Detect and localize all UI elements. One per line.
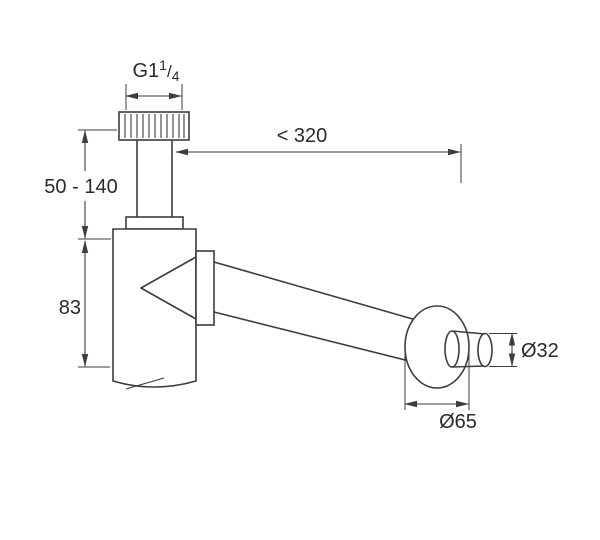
dimension-rosette-diameter: Ø65 xyxy=(404,352,477,433)
dimension-inlet-height: 50 - 140 xyxy=(44,129,118,240)
nut-knurling xyxy=(124,114,185,138)
thread-prefix: G1 xyxy=(132,60,159,82)
inlet-union-nut xyxy=(118,111,190,141)
body-bottom-detail xyxy=(125,377,165,390)
tube-collar xyxy=(125,216,184,230)
dimension-body-height: 83 xyxy=(59,240,110,368)
dimension-outlet-diameter: Ø32 xyxy=(489,332,559,367)
inlet-height-label: 50 - 140 xyxy=(44,176,117,198)
pipe-union-nut xyxy=(195,250,215,326)
cone-upper-line xyxy=(140,256,197,289)
dimension-thread-size: G11/4 xyxy=(125,57,183,110)
dimension-projection-length: < 320 xyxy=(175,125,462,183)
body-height-label: 83 xyxy=(59,297,81,319)
projection-length-label: < 320 xyxy=(277,125,328,147)
thread-frac-numerator: 1 xyxy=(159,57,167,73)
trap-body xyxy=(112,228,197,390)
outlet-diameter-label: Ø32 xyxy=(521,340,559,362)
thread-size-label: G11/4 xyxy=(132,57,179,84)
inlet-tube xyxy=(136,139,173,218)
thread-frac-denominator: 4 xyxy=(172,68,180,84)
outlet-pipe xyxy=(213,261,438,369)
wall-rosette xyxy=(404,305,470,389)
rosette-hub xyxy=(444,330,460,368)
rosette-diameter-label: Ø65 xyxy=(439,411,477,433)
outlet-end-face xyxy=(477,332,493,368)
cone-lower-line xyxy=(140,287,197,320)
thread-frac-slash: / xyxy=(167,62,172,81)
